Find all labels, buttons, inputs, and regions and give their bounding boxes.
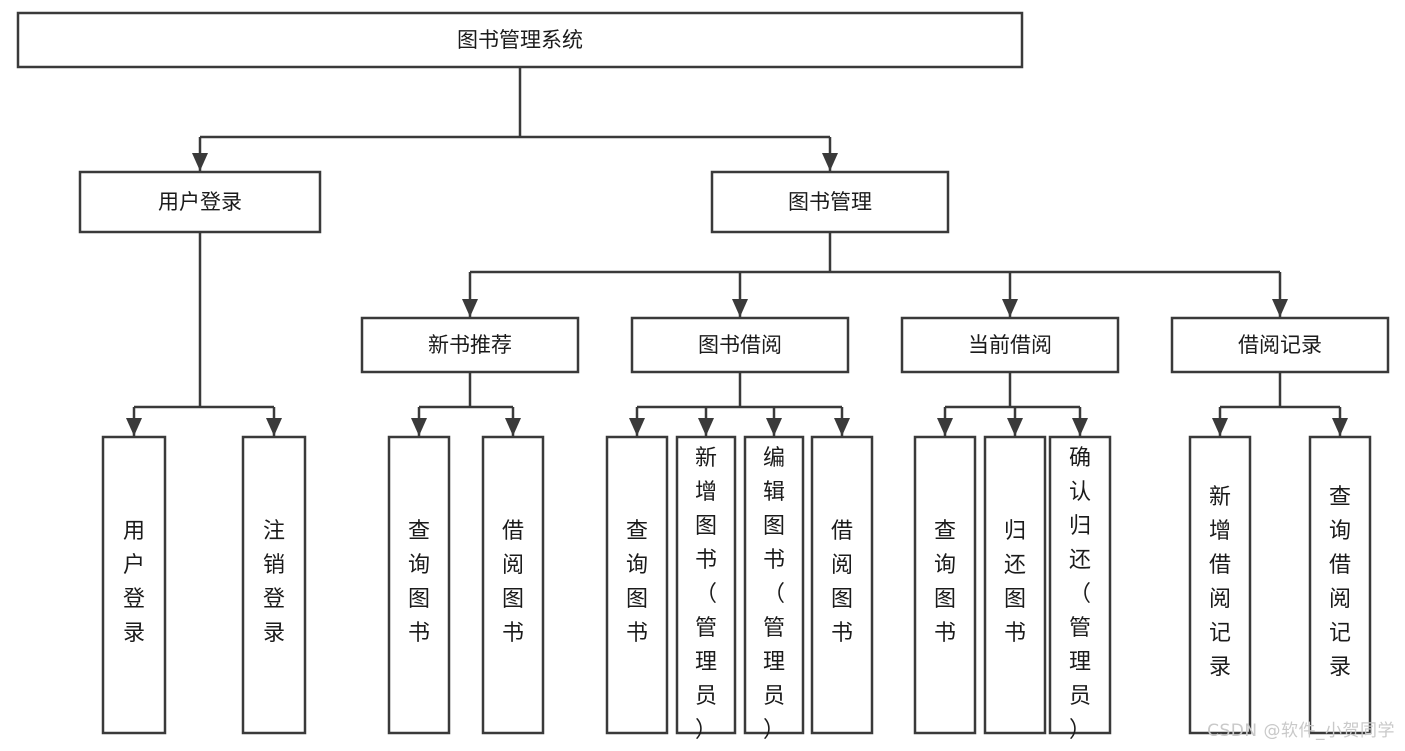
node-label: 用户登录	[158, 190, 242, 214]
node-box	[913, 435, 977, 735]
node-new-book-recommend[interactable]: 新书推荐	[360, 316, 580, 374]
node-label: 查询借阅记录	[1329, 485, 1351, 680]
arrow-head	[834, 418, 850, 436]
node-box	[1308, 435, 1372, 735]
node-box	[101, 435, 167, 735]
node-book-borrow[interactable]: 图书借阅	[630, 316, 850, 374]
arrow-head	[1332, 418, 1348, 436]
arrow-head	[411, 418, 427, 436]
node-label: 查询图书	[626, 519, 648, 646]
arrow-head	[629, 418, 645, 436]
node-label: 注销登录	[263, 519, 285, 646]
node-borrow-record[interactable]: 借阅记录	[1170, 316, 1390, 374]
node-label: 用户登录	[123, 519, 145, 646]
arrow-head	[192, 153, 208, 171]
node-label: 借阅图书	[831, 519, 853, 646]
node-leaf-edit-book[interactable]: 编辑图书（管理员）	[743, 435, 805, 743]
node-label: 当前借阅	[968, 333, 1052, 357]
node-book-manage[interactable]: 图书管理	[710, 170, 950, 234]
node-box	[810, 435, 874, 735]
arrow-head	[126, 418, 142, 436]
node-box	[241, 435, 307, 735]
node-label: 新增图书（管理员）	[695, 446, 717, 743]
node-label: 查询图书	[408, 519, 430, 646]
arrow-head	[1212, 418, 1228, 436]
node-box	[360, 316, 580, 374]
node-label: 借阅图书	[502, 519, 524, 646]
node-leaf-add-book[interactable]: 新增图书（管理员）	[675, 435, 737, 743]
connectors-layer	[126, 67, 1348, 436]
node-leaf-confirm-return[interactable]: 确认归还（管理员）	[1048, 435, 1112, 743]
node-box	[481, 435, 545, 735]
node-leaf-add-record[interactable]: 新增借阅记录	[1188, 435, 1252, 735]
arrow-head	[822, 153, 838, 171]
node-label: 归还图书	[1004, 519, 1026, 646]
node-label: 新增借阅记录	[1209, 485, 1231, 680]
node-box	[983, 435, 1047, 735]
node-box	[1048, 435, 1112, 735]
node-box	[900, 316, 1120, 374]
node-label: 查询图书	[934, 519, 956, 646]
arrow-head	[1272, 299, 1288, 317]
arrow-head	[698, 418, 714, 436]
node-box	[710, 170, 950, 234]
node-label: 图书借阅	[698, 333, 782, 357]
node-leaf-query-book-2[interactable]: 查询图书	[605, 435, 669, 735]
node-user-login[interactable]: 用户登录	[78, 170, 322, 234]
node-box	[630, 316, 850, 374]
node-leaf-borrow-book-1[interactable]: 借阅图书	[481, 435, 545, 735]
node-root-root[interactable]: 图书管理系统	[16, 11, 1024, 69]
csdn-watermark: CSDN @软件_小贺同学	[1207, 721, 1395, 741]
node-box	[605, 435, 669, 735]
node-leaf-query-book-3[interactable]: 查询图书	[913, 435, 977, 735]
arrow-head	[1072, 418, 1088, 436]
arrow-head	[732, 299, 748, 317]
node-box	[387, 435, 451, 735]
node-label: 编辑图书（管理员）	[763, 446, 785, 743]
node-label: 图书管理	[788, 190, 872, 214]
node-current-borrow[interactable]: 当前借阅	[900, 316, 1120, 374]
node-box	[1188, 435, 1252, 735]
node-leaf-user-login[interactable]: 用户登录	[101, 435, 167, 735]
arrow-head	[766, 418, 782, 436]
node-label: 确认归还（管理员）	[1069, 446, 1091, 743]
node-box	[16, 11, 1024, 69]
arrow-head	[462, 299, 478, 317]
node-box	[1170, 316, 1390, 374]
node-leaf-return-book[interactable]: 归还图书	[983, 435, 1047, 735]
arrow-head	[266, 418, 282, 436]
arrow-head	[937, 418, 953, 436]
node-box	[675, 435, 737, 735]
node-label: 新书推荐	[428, 333, 512, 357]
node-label: 借阅记录	[1238, 333, 1322, 357]
arrow-head	[505, 418, 521, 436]
node-leaf-borrow-book-2[interactable]: 借阅图书	[810, 435, 874, 735]
node-box	[78, 170, 322, 234]
node-leaf-logout[interactable]: 注销登录	[241, 435, 307, 735]
nodes-layer: 图书管理系统用户登录图书管理新书推荐图书借阅当前借阅借阅记录用户登录注销登录查询…	[16, 11, 1390, 743]
node-leaf-query-book-1[interactable]: 查询图书	[387, 435, 451, 735]
node-label: 图书管理系统	[457, 28, 583, 52]
node-box	[743, 435, 805, 735]
arrow-head	[1007, 418, 1023, 436]
node-leaf-query-record[interactable]: 查询借阅记录	[1308, 435, 1372, 735]
arrow-head	[1002, 299, 1018, 317]
